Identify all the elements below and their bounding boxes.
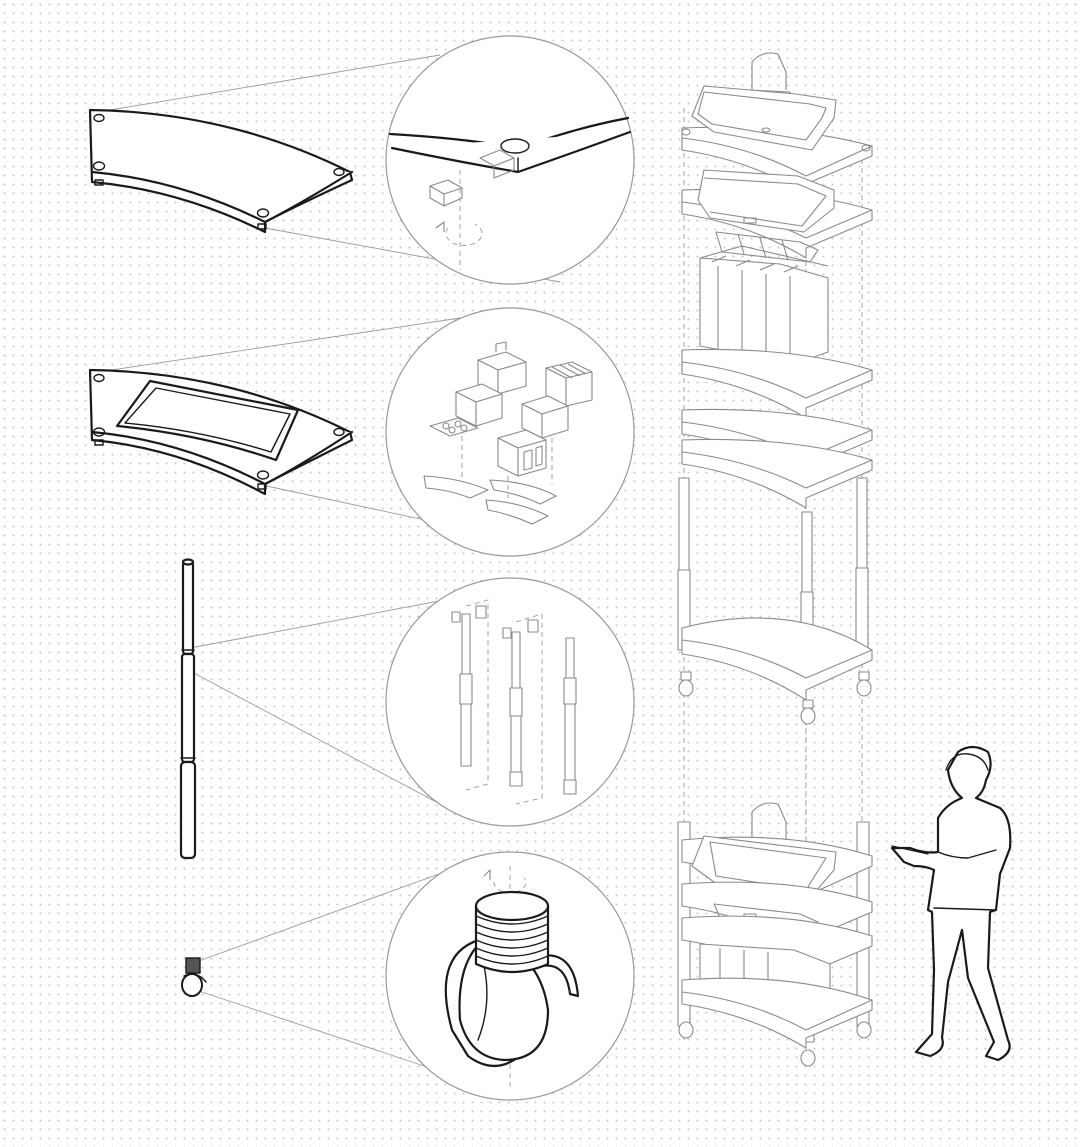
cart-exploded-icon [677, 52, 873, 1050]
pole-icon [179, 558, 197, 860]
pole-segments-detail [385, 577, 635, 827]
leader-lines [97, 54, 561, 1079]
module-options-detail [385, 307, 635, 557]
curved-shelf-panel-icon [88, 108, 354, 234]
shelf-cutout-icon [88, 368, 354, 496]
person-with-tablet-icon [890, 745, 1012, 1062]
caster-closeup-detail [385, 851, 635, 1101]
corner-joint-detail [385, 35, 635, 285]
caster-icon [181, 957, 207, 997]
cart-icon [677, 802, 873, 1067]
